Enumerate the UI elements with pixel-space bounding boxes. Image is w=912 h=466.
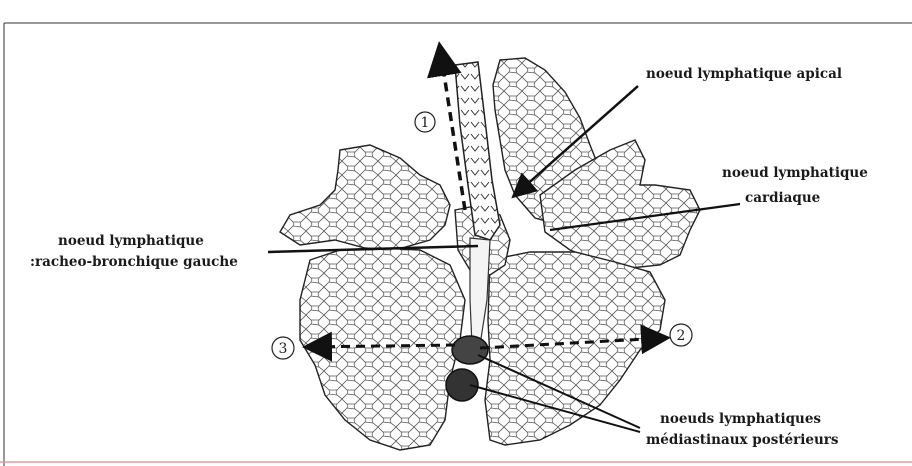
route-marker-2: 2 bbox=[670, 324, 692, 346]
route-marker-1: 1 bbox=[415, 112, 435, 132]
left-upper-lobe bbox=[280, 145, 450, 250]
label-tracheo-line2: :racheo-bronchique gauche bbox=[30, 254, 238, 270]
label-apical: noeud lymphatique apical bbox=[646, 66, 842, 82]
left-lower-lobe bbox=[300, 248, 465, 450]
label-mediastinal-line2: médiastinaux postérieurs bbox=[646, 432, 839, 448]
label-mediastinal-line1: noeuds lymphatiques bbox=[660, 411, 821, 427]
svg-text:1: 1 bbox=[421, 115, 430, 131]
label-cardiac-line2: cardiaque bbox=[745, 190, 820, 206]
right-lower-lobe bbox=[485, 252, 665, 445]
label-tracheo-line1: noeud lymphatique bbox=[58, 233, 204, 249]
svg-text:2: 2 bbox=[677, 328, 686, 344]
route-marker-3: 3 bbox=[272, 337, 294, 359]
label-cardiac-line1: noeud lymphatique bbox=[722, 165, 868, 181]
trachea-bifurcation bbox=[470, 238, 490, 345]
mediastinal-node-upper bbox=[452, 336, 488, 364]
svg-text:3: 3 bbox=[279, 341, 288, 357]
